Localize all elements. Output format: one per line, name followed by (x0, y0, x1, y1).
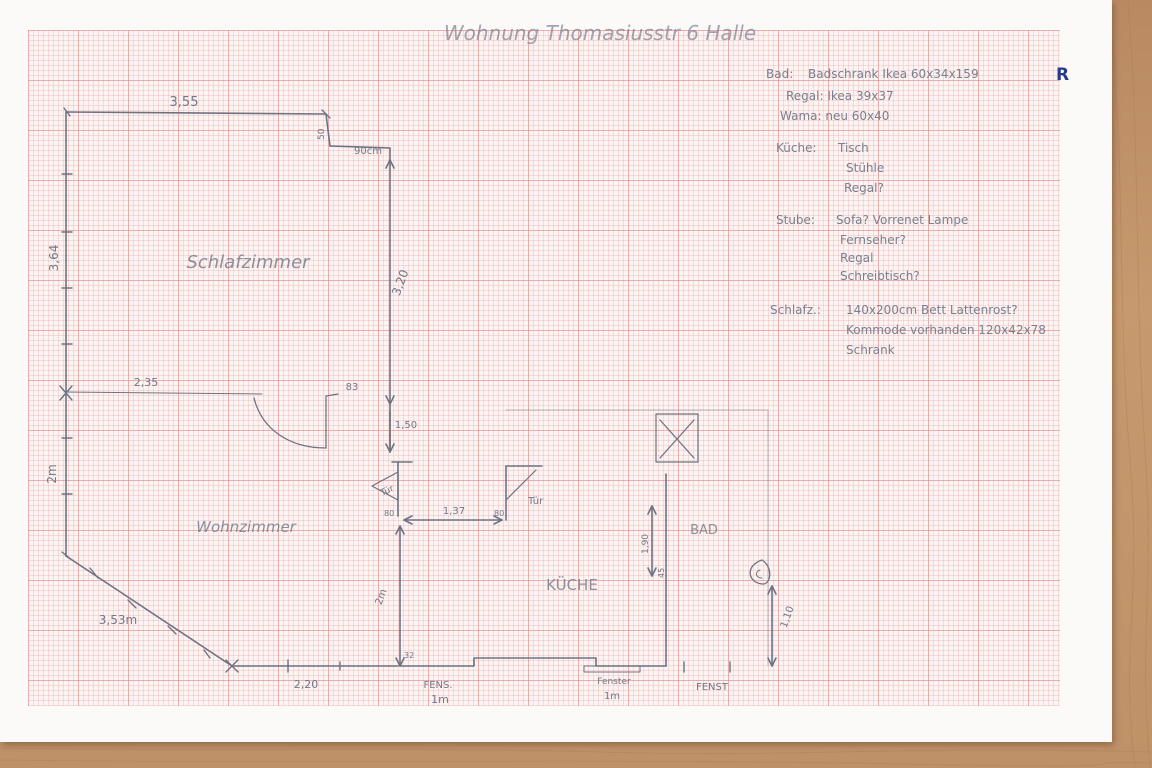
dim-diagonal: 3,53m (99, 613, 137, 627)
walls (65, 111, 777, 667)
dim-notch: 90cm (354, 146, 382, 157)
window-1-label: FENS. (423, 680, 452, 691)
note-stube-label: Stube: (776, 213, 815, 227)
window-3-label: FENST (696, 682, 729, 693)
window-2-label: Fenster (597, 677, 631, 687)
dim-bath-wall: 1,90 (641, 534, 651, 554)
dim-door-right: Tür (527, 496, 544, 507)
dim-bath-right: 1,10 (779, 605, 797, 630)
dimension-labels: 3,55 50 90cm 3,64 3,20 2,35 83 1,50 Tür … (45, 95, 797, 691)
note-bad-item-2: Regal: Ikea 39x37 (786, 89, 894, 103)
note-schlafzimmer-label: Schlafz.: (770, 303, 821, 317)
note-kueche-label: Küche: (776, 141, 817, 155)
note-stube-item-1: Sofa? Vorrenet Lampe (836, 213, 968, 227)
dim-corridor: 1,37 (443, 506, 465, 517)
room-label-kueche: KÜCHE (546, 575, 598, 594)
note-bad-mark: R (1056, 65, 1069, 85)
dim-living-height: 2m (45, 464, 59, 483)
note-schlafzimmer-item-2: Kommode vorhanden 120x42x78 (846, 323, 1046, 337)
dim-door-right-small: 80 (494, 509, 504, 518)
dim-bottom-width: 2,20 (294, 678, 319, 691)
note-bad-item-3: Wama: neu 60x40 (780, 109, 889, 123)
note-stube-item-3: Regal (840, 251, 874, 265)
dim-corner-small: 32 (404, 651, 414, 660)
dim-door-a: 83 (346, 382, 359, 393)
room-label-wohnzimmer: Wohnzimmer (196, 518, 297, 536)
room-label-schlafzimmer: Schlafzimmer (186, 252, 311, 273)
dim-bath-mark: 45 (657, 568, 666, 578)
graph-paper-grid (28, 30, 1060, 706)
dim-top-width: 3,55 (170, 95, 199, 110)
dim-left-height: 3,64 (47, 245, 61, 272)
window-labels: FENS. 1m Fenster 1m FENST (423, 677, 728, 706)
dim-door-left-small: 80 (384, 509, 394, 518)
note-kueche-item-2: Stühle (846, 161, 884, 175)
paper-sheet (28, 30, 1060, 706)
dim-door-b: 1,50 (395, 420, 417, 431)
dim-right-wall: 3,20 (389, 268, 411, 298)
note-bad-label: Bad: (766, 67, 793, 81)
note-stube-item-4: Schreibtisch? (840, 269, 920, 283)
dim-top-right-drop: 50 (317, 128, 327, 140)
furniture-notes: Bad: Badschrank Ikea 60x34x159 R Regal: … (766, 65, 1069, 357)
note-stube-item-2: Fernseher? (840, 233, 906, 247)
dimension-ticks (59, 107, 731, 673)
plan-title: Wohnung Thomasiusstr 6 Halle (444, 21, 756, 45)
dim-partition: 2,35 (134, 376, 159, 389)
note-kueche-item-3: Regal? (844, 181, 884, 195)
window-1-size: 1m (431, 693, 449, 706)
note-bad-item-1: Badschrank Ikea 60x34x159 (808, 67, 979, 81)
window-2-size: 1m (604, 691, 620, 702)
note-schlafzimmer-item-3: Schrank (846, 343, 895, 357)
note-schlafzimmer-item-1: 140x200cm Bett Lattenrost? (846, 303, 1018, 317)
room-label-bad: BAD (690, 523, 718, 538)
note-kueche-item-1: Tisch (837, 141, 869, 155)
dim-kitchen-wall: 2m (374, 588, 390, 607)
